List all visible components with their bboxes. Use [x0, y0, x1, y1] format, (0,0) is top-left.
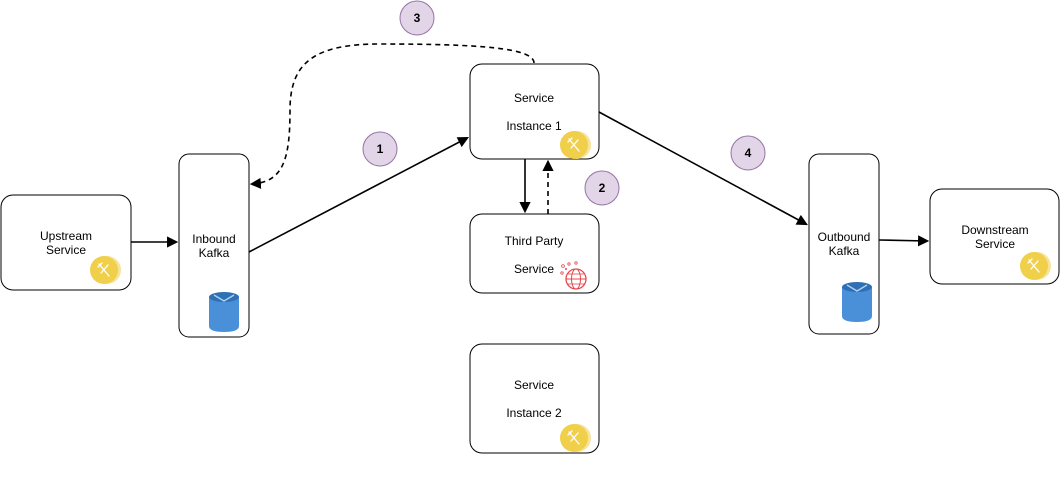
step-1-label: 1 [377, 142, 384, 156]
inbound-kafka-label-line1: Inbound [192, 232, 235, 246]
database-bucket-icon [209, 292, 239, 332]
service-badge-icon [560, 131, 591, 159]
downstream-label-line2: Service [975, 237, 1015, 251]
downstream-label-line1: Downstream [961, 223, 1028, 237]
service-badge-icon [1020, 252, 1051, 280]
step-marker-1: 1 [362, 131, 398, 167]
outbound-kafka-label-line1: Outbound [818, 230, 871, 244]
arrow-outbound-to-downstream [878, 235, 930, 247]
step-2-label: 2 [599, 181, 606, 195]
arrow-inbound-to-service1 [248, 136, 469, 253]
upstream-label-line1: Upstream [40, 229, 92, 243]
third-party-service-box [469, 213, 600, 294]
third-party-label-line2: Service [514, 262, 554, 276]
step-4-label: 4 [745, 146, 752, 160]
service-instance-2-box [469, 343, 600, 454]
service1-label-line2: Instance 1 [506, 119, 562, 133]
upstream-label-line2: Service [46, 243, 86, 257]
third-party-label-line1: Third Party [505, 234, 564, 248]
service-badge-icon [560, 424, 591, 452]
service2-label-line2: Instance 2 [506, 406, 562, 420]
globe-api-icon [560, 261, 587, 290]
database-bucket-icon [842, 282, 872, 322]
service-badge-icon [90, 256, 121, 284]
step-marker-3: 3 [399, 0, 435, 36]
step-marker-4: 4 [730, 135, 766, 171]
step-marker-2: 2 [584, 170, 620, 206]
outbound-kafka-label-line2: Kafka [829, 244, 860, 258]
service1-label-line1: Service [514, 91, 554, 105]
inbound-kafka-label-line2: Kafka [199, 246, 230, 260]
inbound-kafka-box [178, 153, 250, 338]
service2-label-line1: Service [514, 378, 554, 392]
arrow-service1-to-inbound-dashed [249, 43, 535, 190]
arrow-service1-to-outbound [598, 111, 808, 226]
step-3-label: 3 [414, 11, 421, 25]
